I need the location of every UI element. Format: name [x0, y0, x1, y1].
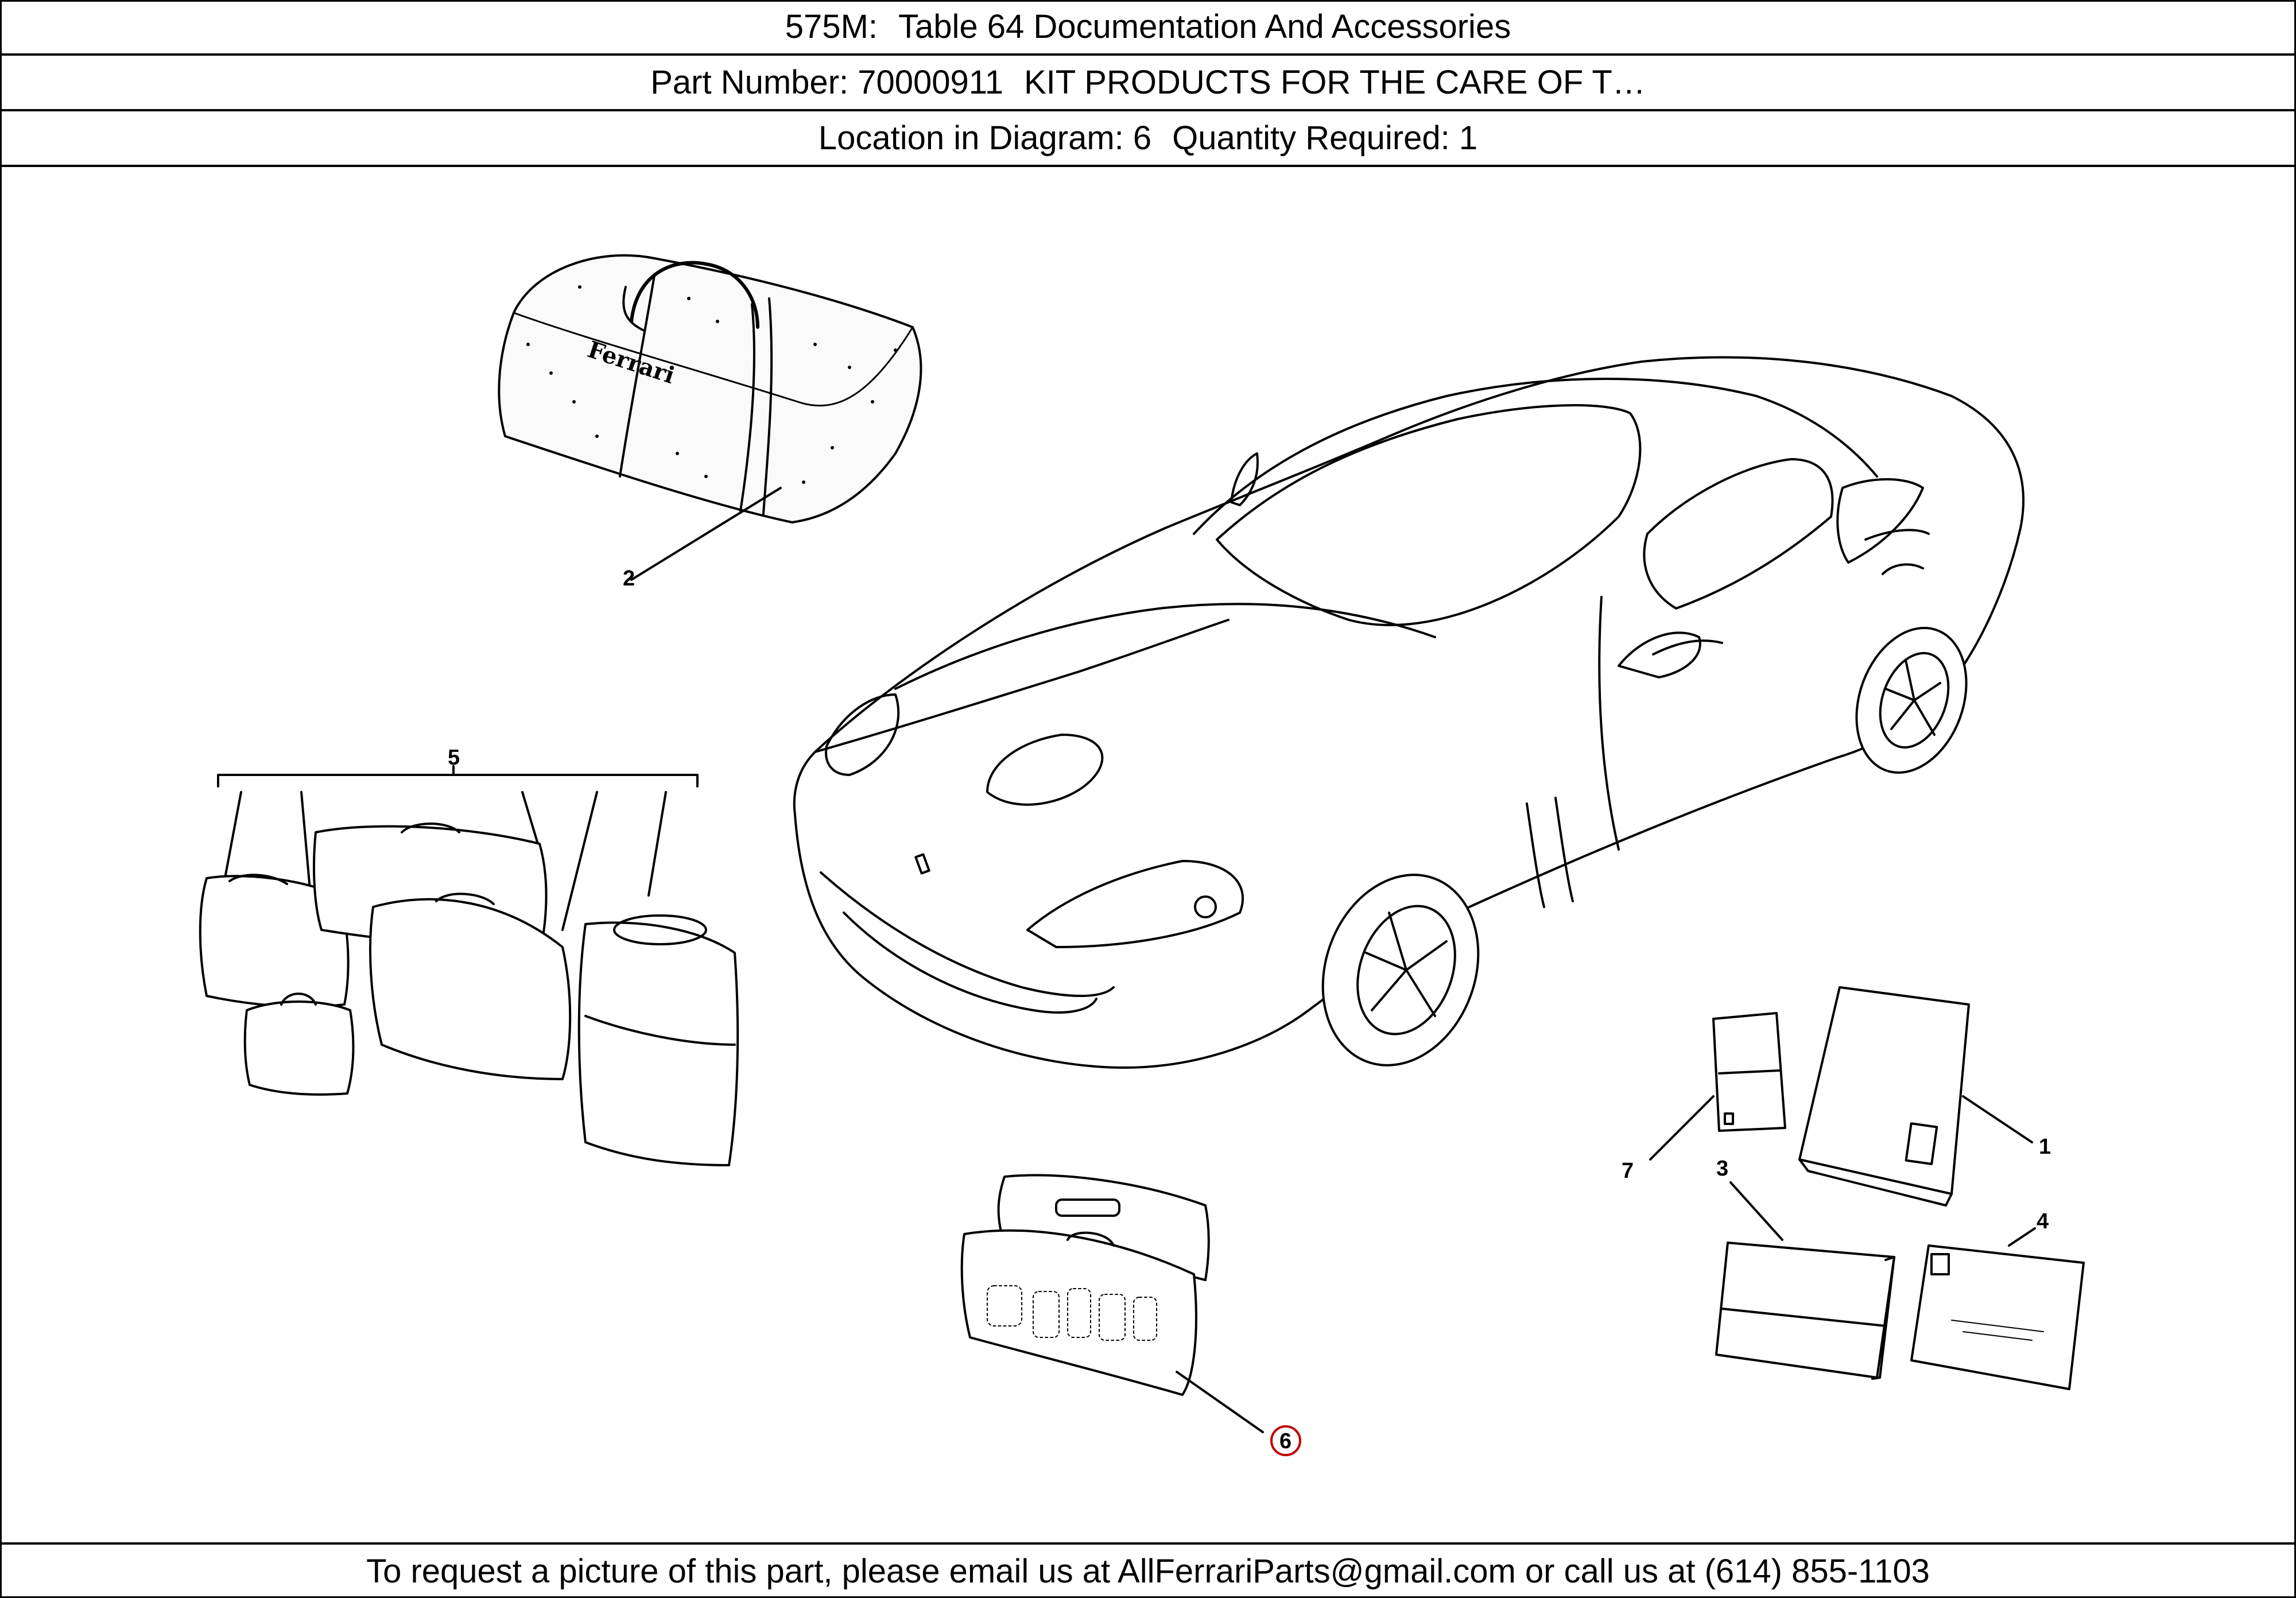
part-bar: Part Number: 70000911 KIT PRODUCTS FOR T…	[0, 56, 2296, 111]
luggage-set[interactable]: 5	[199, 746, 739, 1166]
callout-5[interactable]: 5	[448, 746, 460, 770]
callout-2[interactable]: 2	[623, 567, 635, 591]
title-bar: 575M: Table 64 Documentation And Accesso…	[0, 0, 2296, 56]
owners-manual[interactable]: 1	[1798, 986, 2051, 1207]
part-number: Part Number: 70000911	[650, 64, 1003, 101]
kit-contents	[987, 1285, 1157, 1341]
location-in-diagram: Location in Diagram: 6	[818, 119, 1152, 157]
callout-7[interactable]: 7	[1622, 1159, 1634, 1183]
model-label: 575M:	[785, 8, 878, 45]
callout-3[interactable]: 3	[1716, 1157, 1728, 1181]
warranty-booklet[interactable]: 4	[1910, 1209, 2085, 1390]
callout-6-highlight	[1270, 1425, 1301, 1456]
car-outline	[793, 356, 2024, 1069]
table-title: Table 64 Documentation And Accessories	[898, 8, 1511, 45]
callout-1[interactable]: 1	[2039, 1135, 2051, 1159]
callout-4[interactable]: 4	[2037, 1209, 2049, 1234]
care-kit-case[interactable]: 6	[960, 1174, 1301, 1456]
service-manual[interactable]: 3	[1715, 1157, 1895, 1380]
small-booklet[interactable]: 7	[1622, 1012, 1786, 1183]
location-bar: Location in Diagram: 6 Quantity Required…	[0, 111, 2296, 167]
part-description: KIT PRODUCTS FOR THE CARE OF T…	[1023, 64, 1646, 101]
parts-diagram: 2 Ferrari	[199, 254, 2085, 1456]
quantity-required: Quantity Required: 1	[1172, 119, 1478, 157]
footer-contact: To request a picture of this part, pleas…	[0, 1542, 2296, 1598]
callout-6[interactable]: 6	[1279, 1429, 1292, 1453]
footer-text: To request a picture of this part, pleas…	[366, 1553, 1930, 1590]
car-cover-bag[interactable]: 2 Ferrari	[498, 254, 922, 591]
bag-texture	[526, 285, 897, 484]
